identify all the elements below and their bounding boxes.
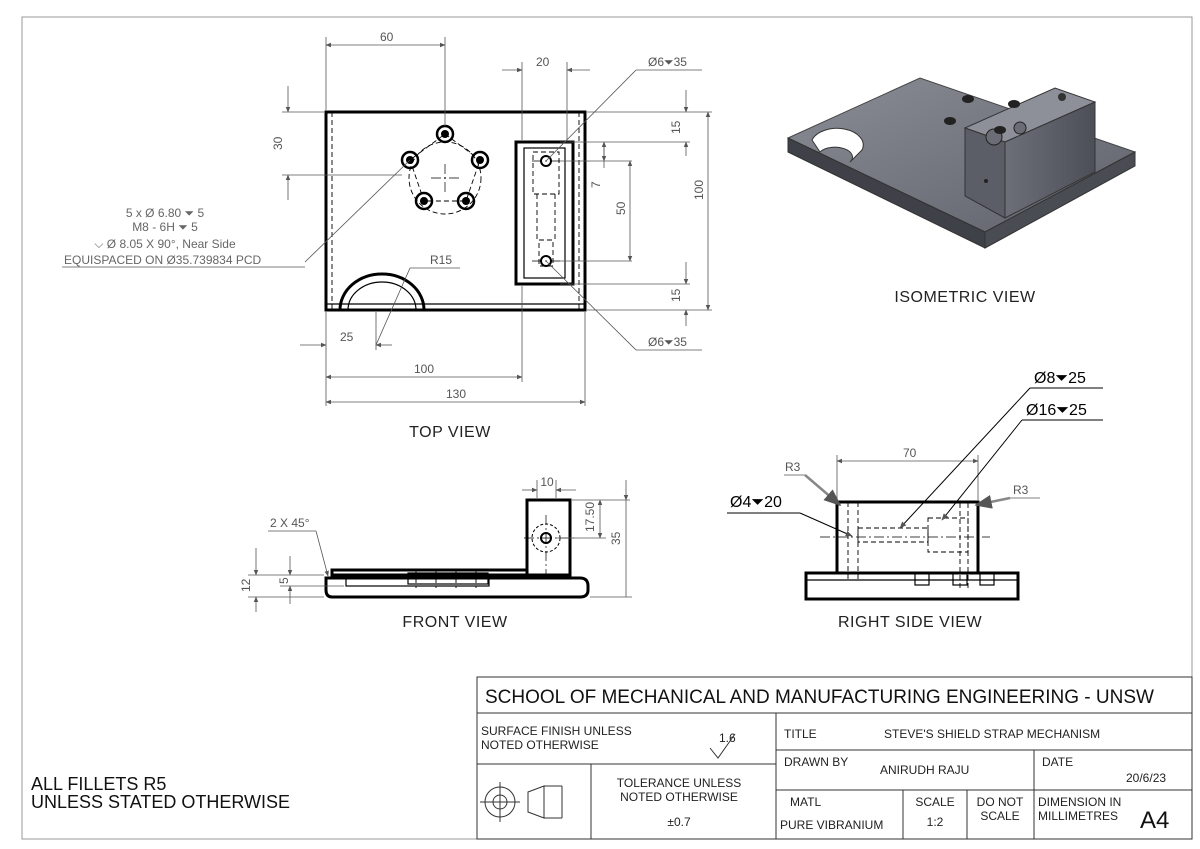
matl-label: MATL	[790, 795, 821, 809]
title-label: TITLE	[784, 727, 817, 741]
front-view-label: FRONT VIEW	[402, 614, 508, 631]
surface-finish-label-2: NOTED OTHERWISE	[481, 738, 599, 752]
callout-hole-4: Ø4⏷20	[730, 494, 782, 511]
hole-note-line-4: EQUISPACED ON Ø35.739834 PCD	[64, 253, 262, 267]
right-side-view: 70 R3 R3 Ø4⏷20 Ø8⏷25 Ø16⏷25 RIGHT SIDE V…	[727, 370, 1103, 631]
date-value: 20/6/23	[1126, 771, 1166, 785]
dim-60: 60	[380, 30, 394, 44]
right-r3-right: R3	[1013, 483, 1029, 497]
scale-label: SCALE	[915, 795, 954, 809]
sheet-size: A4	[1140, 807, 1169, 834]
top-view-label: TOP VIEW	[409, 424, 491, 441]
hole-note-line-2: M8 - 6H ⏷ 5	[132, 220, 198, 234]
dim-25: 25	[340, 330, 354, 344]
tolerance-label-2: NOTED OTHERWISE	[620, 790, 738, 804]
right-r3-left: R3	[785, 460, 801, 474]
dim-r15: R15	[430, 253, 452, 267]
front-view: 10 17.50 35 12 5 2 X 45° FRONT VIEW	[239, 475, 632, 631]
title-value: STEVE'S SHIELD STRAP MECHANISM	[884, 727, 1100, 741]
dimension-in-1: DIMENSION IN	[1038, 795, 1121, 809]
hole-note-line-1: 5 x Ø 6.80 ⏷ 5	[126, 206, 205, 220]
dimension-in-2: MILLIMETRES	[1038, 809, 1118, 823]
front-chamfer: 2 X 45°	[270, 516, 310, 530]
surface-finish-value: 1.6	[719, 731, 736, 745]
front-dim-17-50: 17.50	[583, 502, 597, 532]
scale-value: 1:2	[927, 815, 944, 829]
title-block	[476, 676, 1193, 840]
callout-hole-top: Ø6⏷35	[648, 55, 687, 69]
title-block-school: SCHOOL OF MECHANICAL AND MANUFACTURING E…	[485, 687, 1154, 708]
tolerance-label-1: TOLERANCE UNLESS	[617, 776, 741, 790]
front-dim-10: 10	[540, 475, 554, 489]
dim-30: 30	[271, 136, 285, 150]
front-dim-35: 35	[609, 531, 623, 545]
hole-note-line-3: ⌵ Ø 8.05 X 90°, Near Side	[94, 237, 236, 251]
dim-100: 100	[414, 362, 434, 376]
right-dim-70: 70	[903, 446, 917, 460]
front-dim-5: 5	[277, 577, 291, 584]
dim-7: 7	[589, 181, 603, 188]
general-note-line-2: UNLESS STATED OTHERWISE	[31, 792, 290, 812]
callout-hole-16: Ø16⏷25	[1026, 402, 1087, 419]
dim-130: 130	[446, 387, 466, 401]
top-view: 60 20 30 100 15 50 7 15 25	[62, 30, 712, 441]
surface-finish-icon	[709, 733, 736, 759]
do-not-scale-1: DO NOT	[977, 795, 1024, 809]
projection-symbol-icon	[480, 782, 563, 822]
drawn-by-value: ANIRUDH RAJU	[880, 763, 969, 777]
drawn-by-label: DRAWN BY	[784, 755, 848, 769]
dim-20: 20	[536, 55, 550, 69]
surface-finish-label-1: SURFACE FINISH UNLESS	[481, 724, 632, 738]
callout-hole-bottom: Ø6⏷35	[648, 335, 687, 349]
callout-hole-8: Ø8⏷25	[1034, 370, 1086, 387]
isometric-view-label: ISOMETRIC VIEW	[894, 289, 1036, 306]
front-dim-12: 12	[239, 578, 253, 592]
tolerance-value: ±0.7	[667, 815, 691, 829]
right-side-view-label: RIGHT SIDE VIEW	[838, 614, 983, 631]
matl-value: PURE VIBRANIUM	[780, 818, 883, 832]
do-not-scale-2: SCALE	[980, 809, 1019, 823]
general-note-line-1: ALL FILLETS R5	[31, 774, 166, 794]
date-label: DATE	[1042, 755, 1073, 769]
dim-15-top: 15	[669, 120, 683, 134]
dim-100-vertical: 100	[692, 180, 706, 200]
dim-50: 50	[614, 201, 628, 215]
isometric-view: ISOMETRIC VIEW	[786, 77, 1137, 306]
dim-15-bottom: 15	[669, 288, 683, 302]
